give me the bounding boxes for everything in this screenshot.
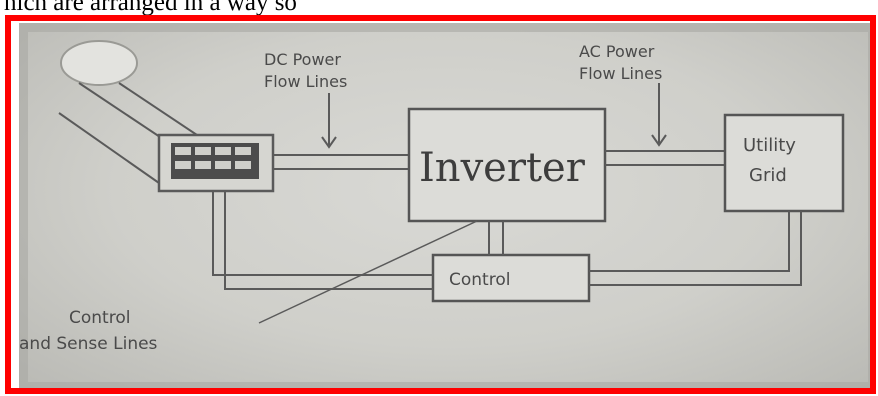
hand-drawn-diagram: DC Power Flow Lines AC Power Flow Lines [19,23,870,388]
dc-power-label: DC Power [264,50,341,69]
inverter-label: Inverter [419,145,586,191]
dc-arrow [321,93,337,149]
grid-label: Grid [749,165,787,186]
ac-flow-lines-label: Flow Lines [579,64,662,83]
control-box-label: Control [449,270,510,290]
control-lines-label: Control [69,308,130,328]
dc-flow-lines-label: Flow Lines [264,72,347,91]
ac-power-label: AC Power [579,42,655,61]
utility-label: Utility [743,135,796,156]
control-box: Control [431,253,591,303]
inverter-box: Inverter [407,107,607,223]
diagram-photo: DC Power Flow Lines AC Power Flow Lines [19,23,870,388]
meter-box [157,133,275,193]
sense-lines-label: and Sense Lines [19,334,158,354]
red-highlight-frame: DC Power Flow Lines AC Power Flow Lines [5,15,876,394]
caption-fragment: hich are arranged in a way so [4,0,297,16]
ac-arrow [651,83,667,147]
utility-grid-box: Utility Grid [723,113,845,213]
solar-panel-sketch [58,40,210,184]
